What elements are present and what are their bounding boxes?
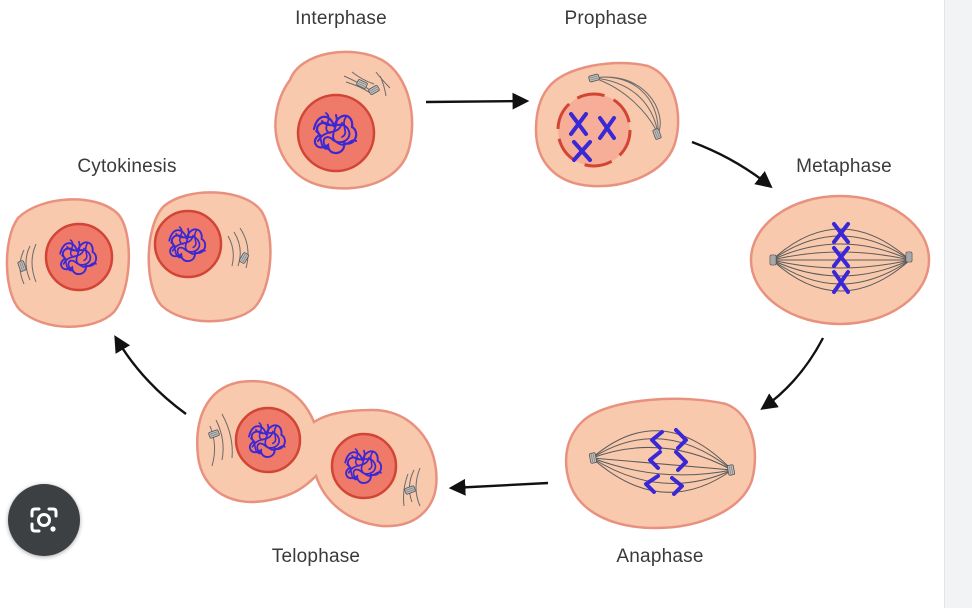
anaphase-chromosomes xyxy=(644,428,688,496)
arrow-prophase-to-metaphase xyxy=(691,140,773,189)
cytokinesis-cell-right xyxy=(147,191,272,323)
arrow-metaphase-to-anaphase xyxy=(760,337,825,410)
arrow-anaphase-to-telophase xyxy=(448,478,549,496)
label-metaphase: Metaphase xyxy=(796,156,892,177)
cell-cycle-diagram xyxy=(5,50,931,530)
prophase-chromosomes xyxy=(569,112,616,162)
lens-search-button[interactable] xyxy=(8,484,80,556)
interphase-centrosomes xyxy=(343,71,391,97)
label-prophase: Prophase xyxy=(564,8,648,29)
cell-cycle-figure: Interphase Prophase Metaphase Cytokinesi… xyxy=(5,8,931,567)
label-cytokinesis: Cytokinesis xyxy=(77,156,177,177)
interphase-nucleus xyxy=(296,93,376,173)
cytokinesis-cell-left xyxy=(5,198,131,328)
interphase-cell xyxy=(274,50,414,190)
label-anaphase: Anaphase xyxy=(616,546,704,567)
arrow-interphase-to-prophase xyxy=(425,92,530,110)
anaphase-cell xyxy=(564,397,757,530)
arrow-telophase-to-cytokinesis xyxy=(114,335,187,415)
telophase-cell xyxy=(196,379,438,528)
camera-search-icon xyxy=(30,507,58,533)
metaphase-cell xyxy=(749,194,931,326)
telophase-nucleus-left xyxy=(234,406,302,474)
telophase-nucleus-right xyxy=(330,432,398,500)
label-telophase: Telophase xyxy=(271,546,361,567)
prophase-nucleus xyxy=(558,94,630,166)
label-interphase: Interphase xyxy=(295,8,387,29)
metaphase-chromosomes xyxy=(832,222,850,294)
right-scrollbar-strip[interactable] xyxy=(944,0,972,608)
prophase-cell xyxy=(534,61,680,188)
